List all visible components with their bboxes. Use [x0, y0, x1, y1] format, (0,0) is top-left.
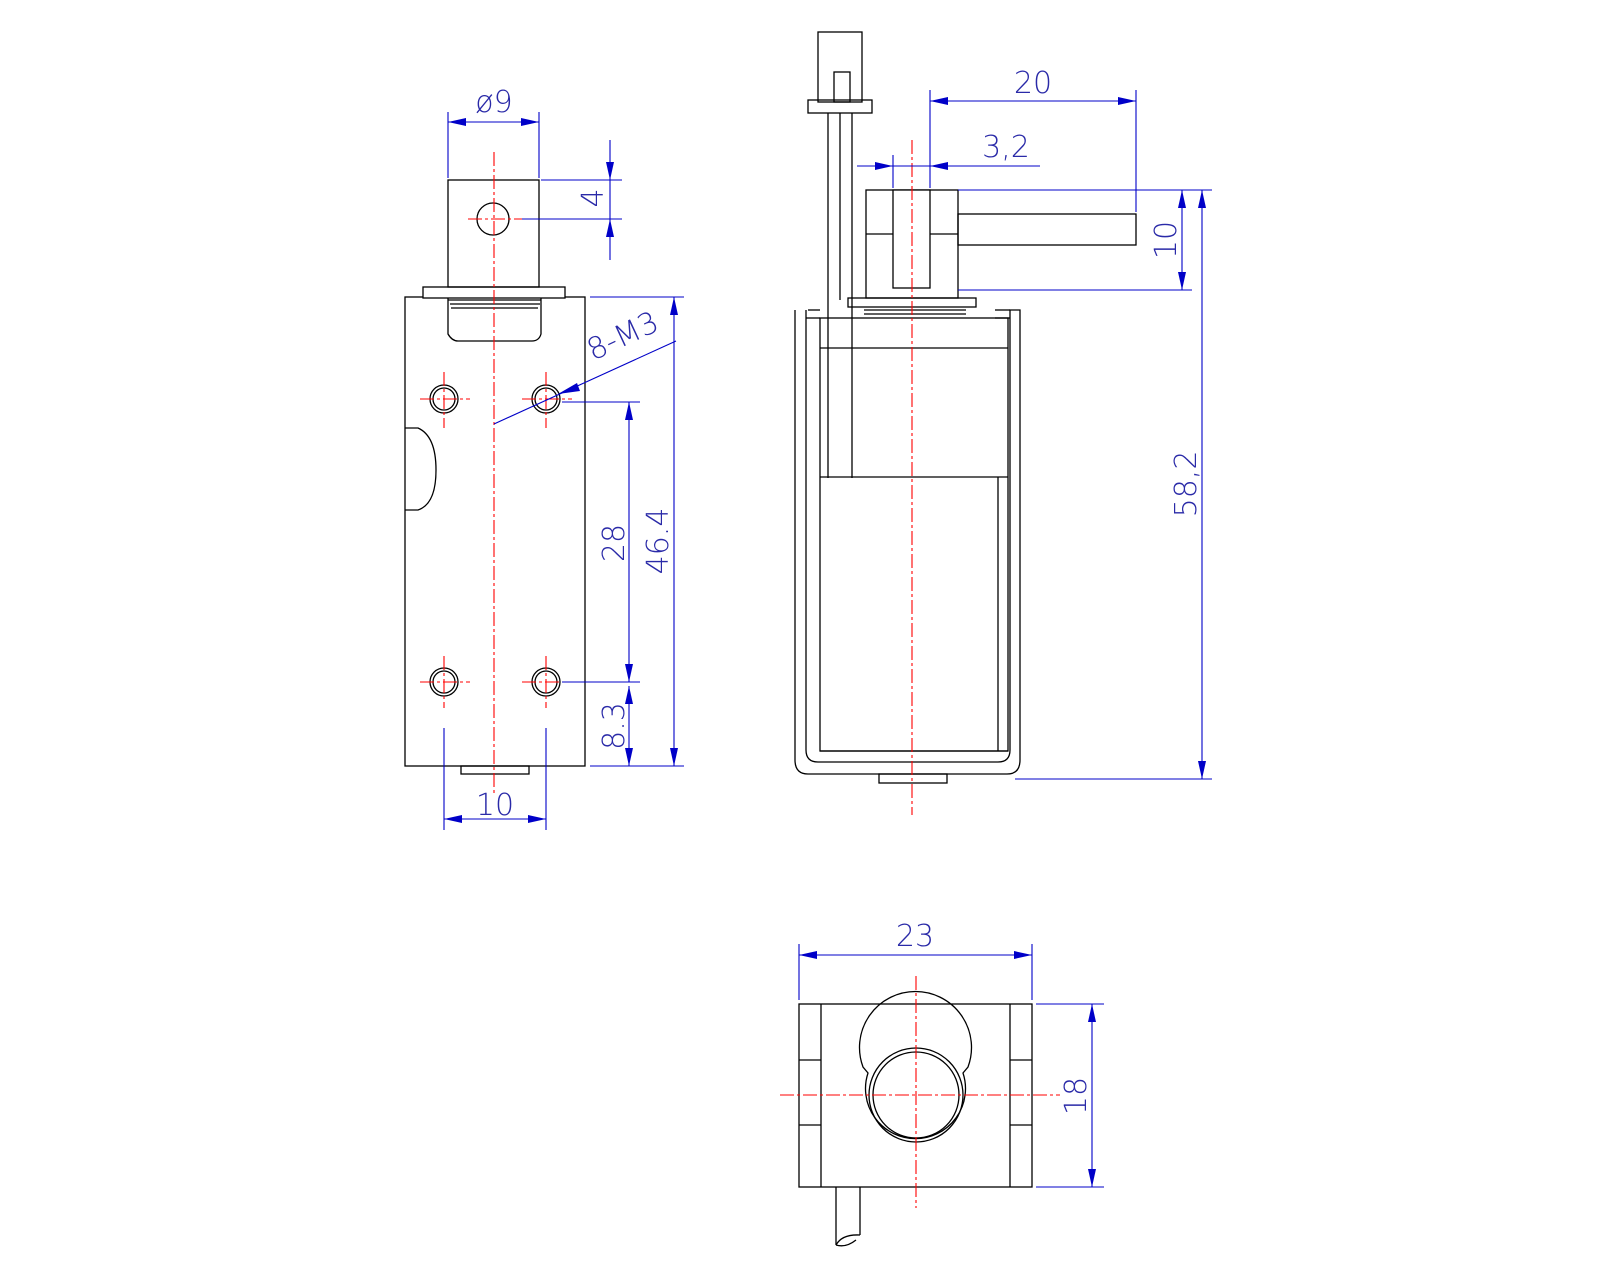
side-lever-arm [957, 213, 1137, 246]
dim-text-overall-length: 58,2 [1169, 451, 1204, 518]
side-view: 20 3,2 10 58,2 [794, 31, 1212, 815]
dim-body-height: 18 [1036, 1003, 1104, 1188]
side-wire-leads [827, 113, 853, 478]
side-frame-outer [794, 309, 1021, 775]
dim-hole-spacing: 28 [562, 401, 640, 683]
dim-text-lever-height: 10 [1149, 221, 1184, 259]
dim-pin-hole-offset: 4 [522, 140, 622, 260]
dim-text-hole-width-spacing: 10 [476, 788, 514, 823]
dim-text-stroke-length: 20 [1014, 66, 1052, 101]
front-body [404, 296, 586, 767]
dim-text-pin-offset: 3,2 [982, 130, 1030, 165]
dim-hole-width-spacing: 10 [443, 728, 547, 830]
dim-text-body-width: 23 [896, 919, 934, 954]
front-centerlines [420, 152, 572, 795]
front-view: ø9 4 8-M3 28 [404, 85, 684, 830]
bottom-centerlines [780, 976, 1060, 1208]
dim-text-body-length: 46.4 [641, 508, 676, 575]
dim-body-width: 23 [798, 919, 1033, 1000]
dim-stroke-length: 20 [929, 66, 1137, 212]
dim-overall-length: 58,2 [1015, 190, 1212, 780]
side-spring [864, 309, 966, 315]
dim-plunger-diameter: ø9 [447, 85, 540, 178]
side-bottom-stub [878, 773, 948, 784]
bottom-wire-lead [835, 1187, 861, 1247]
dim-text-mount-holes: 8-M3 [582, 305, 665, 368]
front-bottom-stub [460, 765, 530, 775]
bottom-view: 23 18 [780, 919, 1104, 1247]
dim-hole-edge-offset: 8.3 [597, 686, 633, 766]
dim-text-plunger-diameter: ø9 [475, 85, 512, 120]
dim-text-body-height: 18 [1059, 1077, 1094, 1115]
dim-text-pin-hole-offset: 4 [576, 188, 611, 207]
dim-text-hole-spacing: 28 [597, 524, 632, 562]
side-coil-body [819, 317, 1009, 752]
bottom-bore-outer [858, 990, 973, 1140]
dim-lever-height: 10 [958, 189, 1212, 291]
front-plunger-lower [447, 298, 542, 342]
dim-body-length: 46.4 [590, 296, 684, 767]
dim-text-hole-edge-offset: 8.3 [597, 702, 632, 750]
front-body-notch [405, 427, 437, 511]
dim-pin-offset: 3,2 [857, 130, 1040, 188]
side-connector [807, 31, 873, 114]
